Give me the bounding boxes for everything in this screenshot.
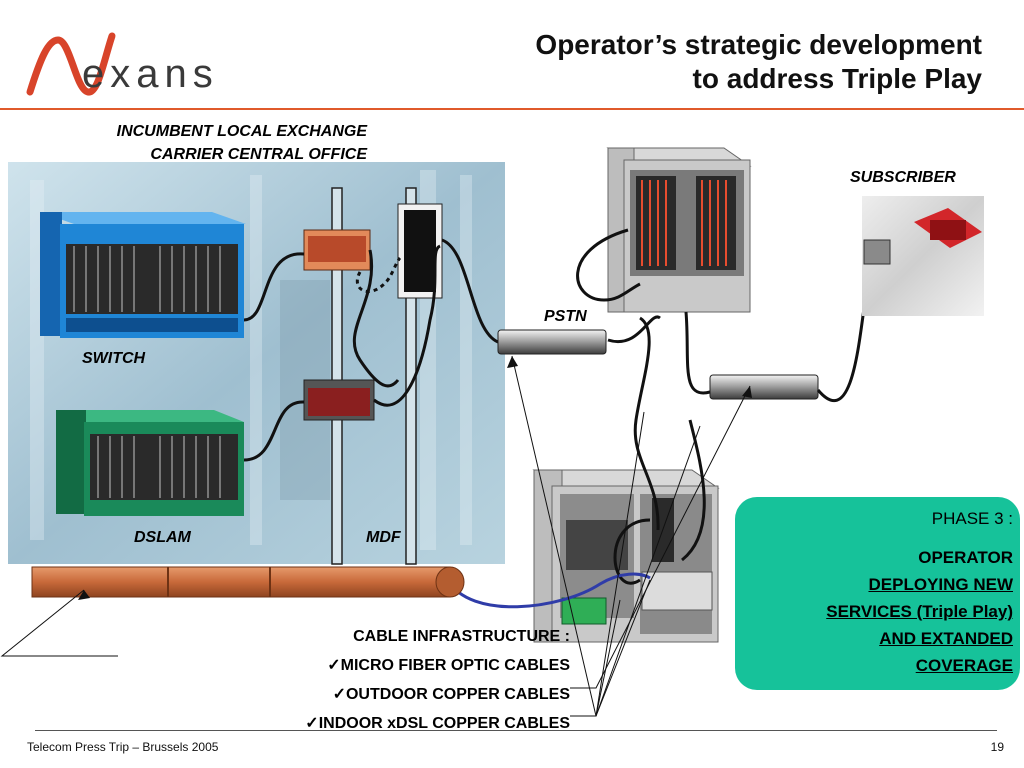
pstn-label: PSTN: [544, 308, 587, 325]
cable-callout-outdoor: [570, 385, 751, 689]
cable-callout-d: [595, 579, 651, 717]
cable-item: ✓OUTDOOR COPPER CABLES: [332, 686, 570, 703]
switch-label: SWITCH: [82, 350, 146, 367]
dslam-label: DSLAM: [134, 529, 191, 546]
cable-item: ✓INDOOR xDSL COPPER CABLES: [305, 715, 570, 732]
mdf-block-top: [303, 229, 371, 271]
title-line-1: Operator’s strategic development: [535, 29, 982, 60]
arrowhead-pipe: [78, 590, 90, 600]
mdf-to-pstn-wire: [441, 238, 499, 344]
mdf-rail-left: [331, 187, 343, 565]
switch-jumper-wire: [243, 252, 305, 322]
office-label: INCUMBENT LOCAL EXCHANGE CARRIER CENTRAL…: [40, 120, 367, 166]
cabinet-bottom-up-wire-1: [633, 316, 660, 531]
cable-heading: CABLE INFRASTRUCTURE :: [353, 628, 570, 645]
phase-text: PHASE 3 : OPERATOR DEPLOYING NEW SERVICE…: [745, 505, 1013, 679]
callout-lines: [0, 355, 751, 717]
subscriber-label: SUBSCRIBER: [850, 169, 956, 186]
subscriber-cable-bar: [709, 374, 819, 400]
footer-text: Telecom Press Trip – Brussels 2005: [27, 740, 219, 754]
phase-line-4: AND EXTANDED: [879, 629, 1013, 648]
mdf-label: MDF: [366, 529, 401, 546]
cabinet-to-pstn-wire: [607, 315, 661, 344]
phase-line-1: OPERATOR: [918, 548, 1013, 567]
cabinet-to-subscriber-wire: [684, 311, 711, 395]
dslam-equipment: [56, 410, 244, 516]
check-icon: ✓: [327, 657, 341, 674]
phase-line-2: DEPLOYING NEW: [868, 575, 1013, 594]
check-icon: ✓: [305, 715, 319, 732]
fiber-cable-blue: [446, 572, 651, 609]
telephone-icon: [914, 208, 982, 248]
phase-line-5: COVERAGE: [915, 656, 1013, 675]
arrowhead-subscriber-bar: [742, 386, 752, 398]
cable-callout-a: [595, 411, 645, 717]
page-title: Operator’s strategic development to addr…: [422, 28, 982, 96]
mdf-jumper-wire-1: [352, 249, 400, 388]
cable-callout-b: [595, 425, 701, 717]
office-label-line-2: CARRIER CENTRAL OFFICE: [150, 146, 367, 163]
page-number: 19: [990, 740, 1004, 754]
phase-body: OPERATOR DEPLOYING NEW SERVICES (Triple …: [745, 544, 1013, 679]
cable-callout-c: [595, 599, 621, 717]
office-label-line-1: INCUMBENT LOCAL EXCHANGE: [116, 123, 367, 140]
title-line-2: to address Triple Play: [692, 63, 982, 94]
phase-title: PHASE 3 :: [931, 509, 1013, 528]
wall-socket-icon: [863, 239, 891, 265]
phase-line-3: SERVICES (Triple Play): [826, 602, 1013, 621]
street-cabinet-bottom: [532, 469, 720, 643]
cable-infrastructure-list: CABLE INFRASTRUCTURE : ✓MICRO FIBER OPTI…: [248, 622, 570, 738]
mdf-jumper-dotted: [355, 256, 402, 293]
arrowhead-pstn: [507, 356, 518, 368]
logo-wordmark: exans: [82, 52, 219, 96]
pstn-cable-bar: [497, 329, 607, 355]
cabinet-top-loop-wire: [576, 228, 641, 302]
nexans-logo-icon: [26, 32, 116, 96]
cable-item: ✓MICRO FIBER OPTIC CABLES: [327, 657, 570, 674]
dslam-jumper-wire: [243, 400, 305, 462]
check-icon: ✓: [332, 686, 346, 703]
copper-pipe: [31, 566, 465, 598]
phase-box: [735, 497, 1020, 690]
pipe-callout-line: [0, 589, 118, 657]
cabinet-bottom-loop-wire: [613, 518, 651, 585]
cabinet-bottom-up-wire-2: [681, 419, 706, 562]
mdf-jumper-wire-2: [373, 244, 441, 407]
switch-equipment: [40, 212, 246, 338]
street-cabinet-top: [606, 147, 752, 313]
footer-rule: [35, 730, 997, 731]
mdf-block-bottom: [303, 379, 375, 421]
header-rule: [0, 108, 1024, 110]
